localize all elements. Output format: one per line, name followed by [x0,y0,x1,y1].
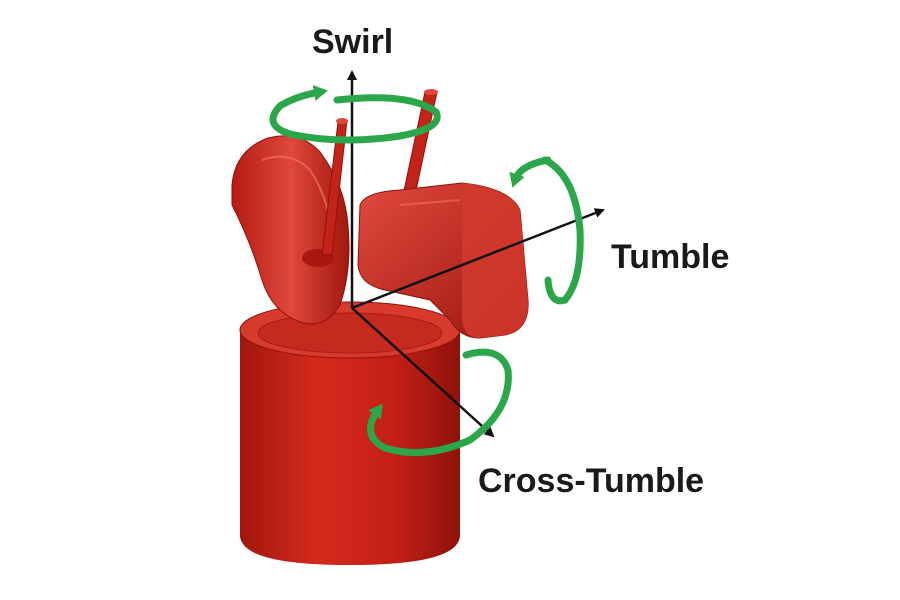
intake-port-left [231,135,350,325]
swirl-rotation-arrow [269,85,441,144]
cross-tumble-axis [351,307,495,438]
tumble-rotation-arrow [509,156,584,305]
cross-tumble-label: Cross-Tumble [478,462,705,500]
cross-tumble-rotation-arrow [367,348,512,456]
swirl-label: Swirl [312,23,394,61]
tumble-label: Tumble [611,238,730,276]
valve-stems [321,89,438,256]
engine-cylinder [239,301,461,565]
exhaust-port-block [357,182,529,339]
tumble-axis [351,208,605,310]
axes [347,70,605,438]
